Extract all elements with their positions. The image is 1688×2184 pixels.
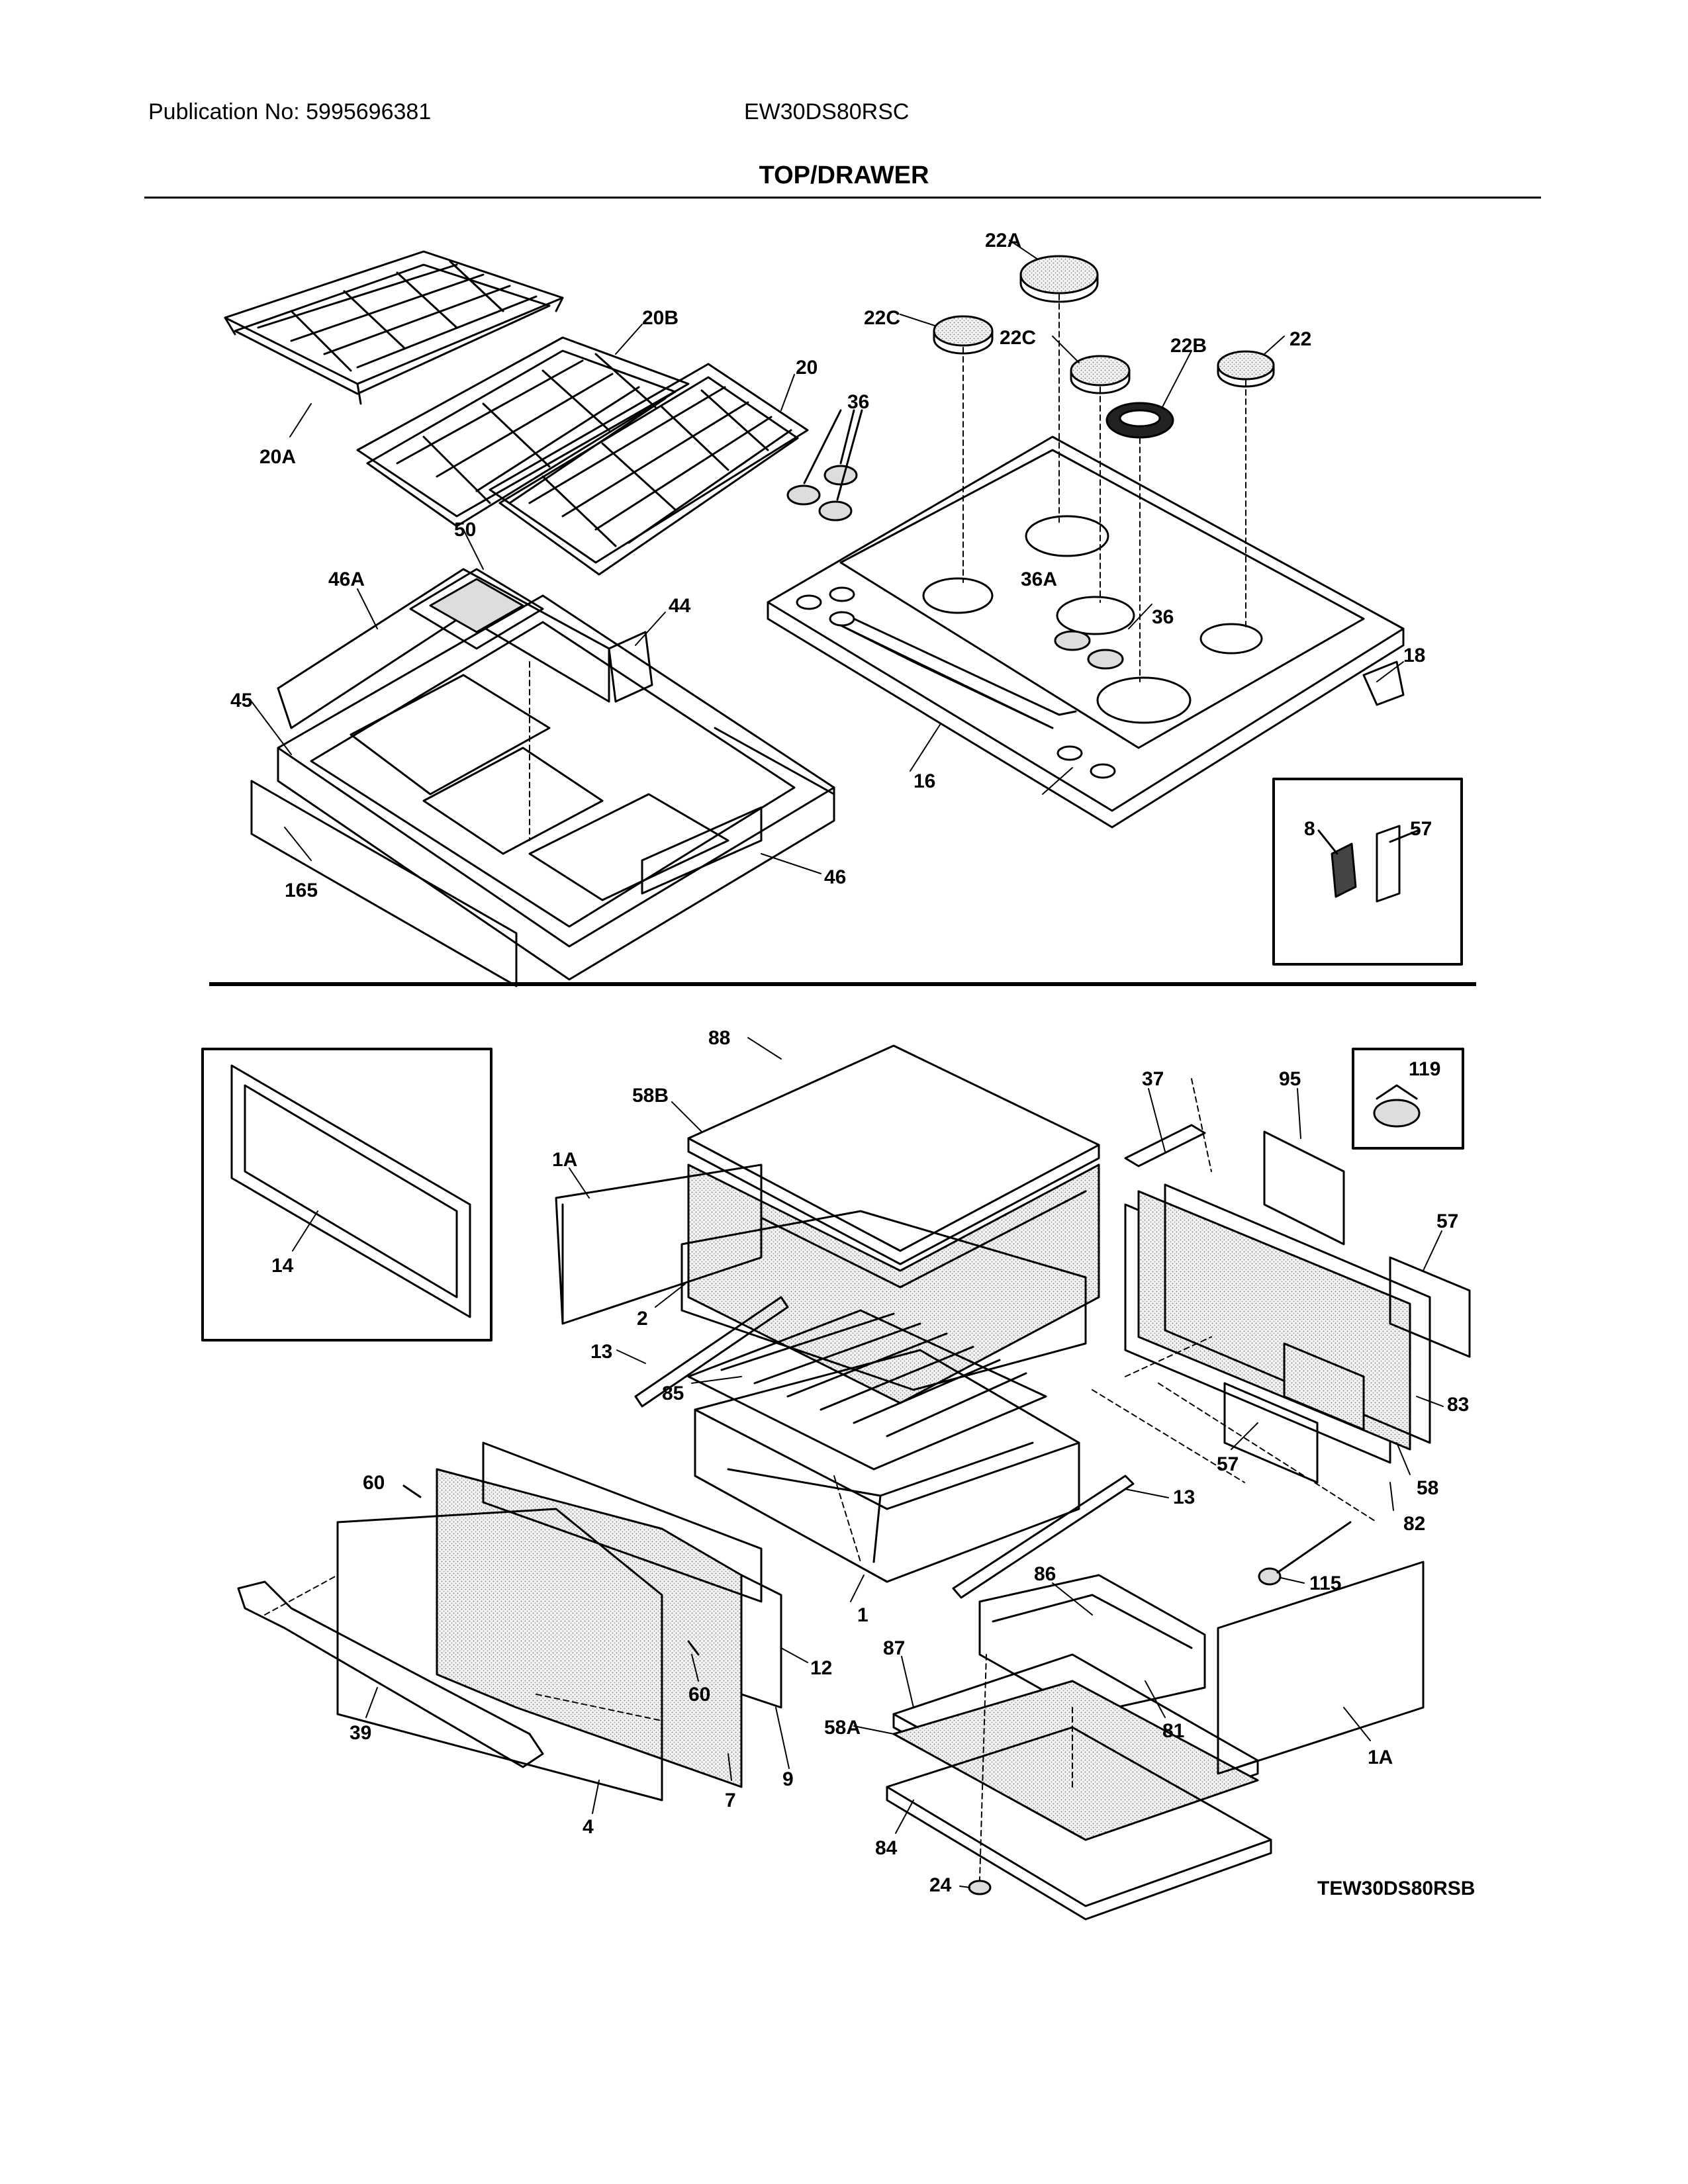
diagram-reference-code: TEW30DS80RSB (1317, 1878, 1476, 1899)
drawer-slide-left (634, 1296, 789, 1408)
callout-36A: 36A (1021, 569, 1057, 590)
grate-middle (356, 336, 690, 527)
page-title: TOP/DRAWER (759, 161, 929, 189)
rear-panels (1124, 1130, 1471, 1484)
callout-7: 7 (725, 1790, 736, 1811)
callout-8: 8 (1304, 818, 1315, 840)
callout-57-right: 57 (1436, 1210, 1458, 1232)
title-rule (144, 197, 1541, 199)
callout-85: 85 (662, 1383, 684, 1404)
drawer-top-panel (687, 1044, 1100, 1265)
callout-22B: 22B (1170, 335, 1207, 357)
callout-46: 46 (824, 866, 846, 888)
inset-box-thermostat (1352, 1048, 1464, 1150)
callout-88: 88 (708, 1027, 730, 1049)
callout-36-right: 36 (1152, 606, 1174, 628)
callout-115: 115 (1309, 1572, 1341, 1594)
burner-cap-22 (1217, 350, 1275, 388)
callout-13-left: 13 (590, 1341, 612, 1363)
callout-39: 39 (350, 1722, 371, 1744)
callout-20: 20 (796, 357, 818, 379)
callout-58: 58 (1417, 1477, 1438, 1499)
callout-22C-right: 22C (1000, 327, 1036, 349)
cooktop (767, 435, 1405, 829)
grate-right (489, 363, 809, 576)
callout-84: 84 (875, 1837, 898, 1859)
callout-95: 95 (1279, 1068, 1301, 1090)
callout-87: 87 (883, 1637, 905, 1659)
callout-57-lower: 57 (1217, 1453, 1239, 1475)
section-divider (209, 982, 1476, 986)
side-panel-left (555, 1163, 763, 1325)
callout-24: 24 (929, 1874, 952, 1896)
callout-86: 86 (1034, 1563, 1056, 1585)
callout-1: 1 (857, 1604, 868, 1626)
drawer-pan (694, 1349, 1080, 1583)
callout-119: 119 (1409, 1058, 1440, 1080)
inset-box-door-gasket (201, 1048, 492, 1342)
callout-81: 81 (1162, 1720, 1184, 1742)
callout-22A: 22A (985, 230, 1021, 251)
callout-14: 14 (271, 1255, 294, 1277)
callout-60-top: 60 (363, 1472, 385, 1494)
heating-element (978, 1574, 1206, 1715)
insulation-58B (687, 1163, 1100, 1404)
callout-1A-left: 1A (552, 1149, 577, 1171)
burner-cap-22A (1019, 255, 1099, 303)
callout-58B: 58B (632, 1085, 669, 1107)
side-panel-right (1217, 1561, 1425, 1775)
callout-22: 22 (1289, 328, 1311, 350)
callout-labels: 22A 22C 22C 22B 22 20B 20 20A 36 36A 36 … (230, 230, 1469, 1896)
callout-1A-right: 1A (1368, 1747, 1393, 1768)
drawer-door-insulation (436, 1468, 743, 1788)
callout-46A: 46A (328, 569, 365, 590)
callout-50: 50 (454, 519, 476, 541)
oven-liner (680, 1210, 1087, 1391)
callout-13-right: 13 (1173, 1486, 1195, 1508)
burner-box-chassis (250, 568, 835, 987)
burner-cap-22B (1105, 402, 1174, 439)
callout-60-lower: 60 (688, 1684, 710, 1706)
drawer-slide-right (952, 1475, 1135, 1599)
sensor-37 (1124, 1124, 1206, 1167)
callout-9: 9 (782, 1768, 794, 1790)
callout-37: 37 (1142, 1068, 1164, 1090)
callout-4: 4 (583, 1816, 594, 1838)
callout-12: 12 (810, 1657, 832, 1679)
callout-45: 45 (230, 690, 252, 711)
publication-number: Publication No: 5995696381 (148, 99, 432, 124)
callout-16: 16 (914, 770, 935, 792)
probe-115 (1258, 1521, 1352, 1586)
model-number: EW30DS80RSC (744, 99, 910, 124)
callout-58A: 58A (824, 1717, 861, 1739)
callout-20B: 20B (642, 307, 679, 329)
callout-22C-left: 22C (864, 307, 900, 329)
callout-2: 2 (637, 1308, 648, 1330)
callout-18: 18 (1403, 645, 1425, 666)
callout-165: 165 (285, 880, 318, 901)
callout-44: 44 (669, 595, 691, 617)
drawer-outer-panel (336, 1508, 663, 1801)
control-knobs (786, 409, 863, 522)
callout-82: 82 (1403, 1513, 1425, 1535)
callout-57-inset: 57 (1410, 818, 1432, 840)
callout-36-top: 36 (847, 391, 869, 413)
drawer-inner-door (482, 1441, 782, 1709)
grate-left (224, 250, 564, 405)
callout-83: 83 (1447, 1394, 1469, 1416)
screw-60 (402, 1484, 700, 1656)
foot-24 (968, 1880, 992, 1895)
callout-20A: 20A (259, 446, 296, 468)
drawer-handle (237, 1580, 544, 1768)
inset-box-switch (1272, 778, 1463, 966)
